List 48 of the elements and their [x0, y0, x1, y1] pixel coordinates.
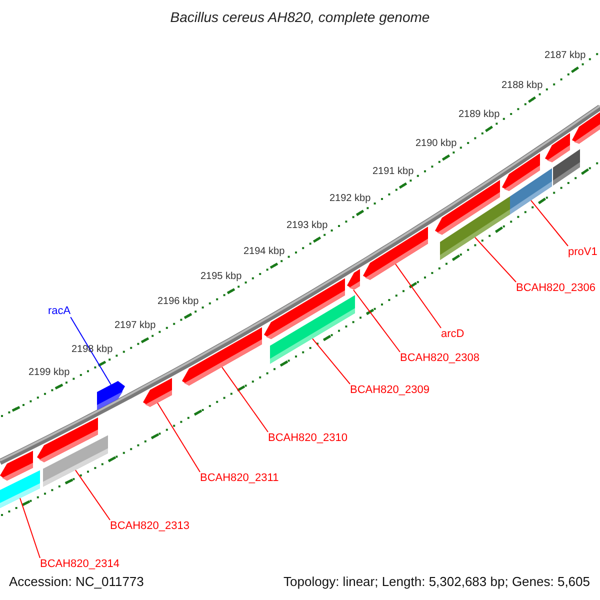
gene-label: BCAH820_2306: [516, 282, 596, 294]
leader-line: [312, 338, 350, 384]
scale-label: 2199 kbp: [28, 366, 70, 378]
diagram-title: Bacillus cereus AH820, complete genome: [169, 10, 431, 26]
gene-label: BCAH820_2308: [400, 352, 480, 364]
gene-feature: [545, 133, 570, 162]
scale-label: 2187 kbp: [544, 50, 586, 61]
scale-label: 2191 kbp: [372, 166, 414, 177]
leader-line: [395, 264, 442, 328]
gene-region: [43, 435, 108, 487]
leader-line: [20, 498, 40, 558]
scale-label: 2192 kbp: [330, 192, 371, 204]
gene-feature: [347, 269, 360, 290]
gene-label: racA: [48, 305, 71, 318]
leader-line: [474, 236, 516, 282]
scale-label: 2188 kbp: [502, 80, 543, 91]
gene-feature: [182, 327, 262, 386]
footer-text: Accession: NC_011773: [9, 575, 144, 590]
leader-line: [222, 366, 268, 432]
gene-feature: [97, 381, 125, 410]
leader-line: [157, 402, 200, 472]
leader-line: [353, 290, 400, 352]
gene-region: [440, 196, 510, 260]
scale-label: 2194 kbp: [244, 246, 285, 257]
gene-label: BCAH820_2313: [110, 520, 190, 532]
gene-label: BCAH820_2309: [350, 384, 430, 396]
scale-label: 2197 kbp: [114, 320, 156, 332]
gene-feature: [0, 450, 33, 481]
gene-label: BCAH820_2314: [40, 558, 120, 570]
scale-label: 2190 kbp: [416, 138, 457, 149]
gene-label: BCAH820_2310: [268, 432, 348, 444]
gene-label: proV1: [568, 246, 598, 258]
gene-label: arcD: [441, 328, 464, 340]
leader-line: [70, 316, 112, 386]
gene-label: BCAH820_2311: [200, 472, 279, 484]
scale-label: 2193 kbp: [286, 220, 328, 231]
gene-region: [553, 149, 580, 186]
gene-region: [270, 295, 355, 364]
leader-line: [75, 470, 110, 520]
gene-feature: [572, 112, 600, 144]
leader-line: [530, 200, 568, 246]
gene-feature: [363, 226, 428, 280]
scale-label: 2196 kbp: [158, 296, 199, 307]
scale-label: 2189 kbp: [458, 108, 500, 120]
footer-text: Topology: linear; Length: 5,302,683 bp; Genes: 5,605: [284, 575, 590, 590]
scale-label: 2195 kbp: [200, 271, 242, 282]
gene-feature: [143, 378, 172, 407]
gene-region: [510, 168, 552, 214]
